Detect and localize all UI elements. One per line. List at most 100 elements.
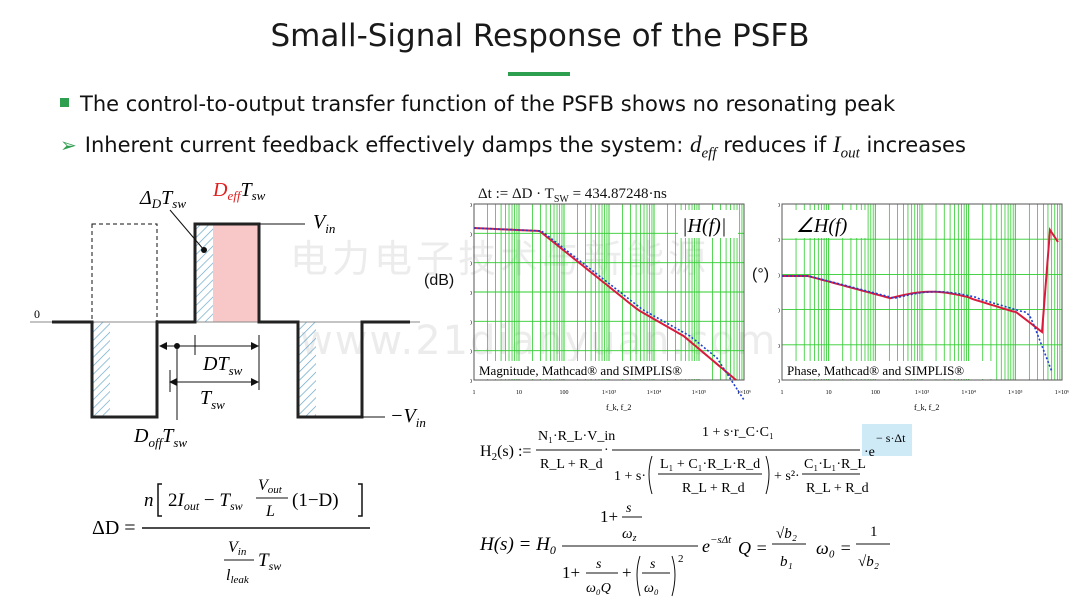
phase-curve-simplis xyxy=(782,275,1053,373)
bullet-suffix: increases xyxy=(859,133,966,157)
x-tick-label: 1×10³ xyxy=(915,390,929,396)
h-den-one: 1+ xyxy=(562,563,580,582)
delta-d-numerator: n xyxy=(144,490,154,511)
phase-ylabel: (°) xyxy=(752,266,770,283)
h2-den-inner-num: L₁ + C₁·R_L·R_d xyxy=(660,457,760,472)
h-exp: e−sΔt xyxy=(702,534,732,556)
vout-over-l-top: Vout xyxy=(258,477,283,496)
h2-gain-num: N₁·R_L·V_in xyxy=(538,429,615,444)
x-tick-label: 1 xyxy=(781,390,784,396)
x-tick-label: 100 xyxy=(871,390,880,396)
y-tick-label: − 40 xyxy=(470,320,472,326)
q-num: √b₂ xyxy=(776,526,797,542)
y-tick-label: − 100 xyxy=(778,309,780,315)
h2-den-last-num: C₁·L₁·R_L xyxy=(804,457,866,472)
h2-lhs: H2(s) := xyxy=(480,443,531,463)
h-den-s2: s xyxy=(650,557,656,572)
delta-d-equation: ΔD = n 2Iout − Tsw Vout L (1−D) Vin llea… xyxy=(92,477,370,586)
h-lhs: H(s) = H0 xyxy=(479,534,556,557)
delta-d-tsw-label: ΔDTsw xyxy=(139,187,186,211)
y-tick-label: − 60 xyxy=(470,350,472,356)
h2-gain-den: R_L + R_d xyxy=(540,457,603,472)
slide-title: Small-Signal Response of the PSFB xyxy=(270,18,810,54)
arrow-bullet-icon: ➢ xyxy=(60,133,77,157)
w0-num: 1 xyxy=(870,524,878,540)
h-normalized-transfer-function: H(s) = H0 1+ s ωz 1+ s ω₀Q + s ω₀ 2 e−sΔ… xyxy=(479,501,890,597)
bullet-current-feedback: ➢ Inherent current feedback effectively d… xyxy=(60,132,966,163)
magnitude-ylabel: (dB) xyxy=(424,272,455,289)
den-tsw: Tsw xyxy=(258,550,281,573)
magnitude-legend: Magnitude, Mathcad® and SIMPLIS® xyxy=(479,363,682,378)
pwm-waveform-diagram: ΔDTsw DeffTsw Vin 0 DTsw Tsw −Vin DoffTs… xyxy=(30,179,426,450)
d-eff-region xyxy=(213,224,259,322)
x-tick-label: 10 xyxy=(826,390,832,396)
phase-x-ticks: 1 10 100 1×10³ 1×10⁴ 1×10⁵ 1×10⁶ xyxy=(781,390,1070,396)
vout-over-l-bottom: L xyxy=(265,503,275,520)
y-tick-label: − 200 xyxy=(778,344,780,350)
vin-over-lleak-bottom: lleak xyxy=(226,567,250,586)
neg-vin-label: −Vin xyxy=(390,405,426,430)
h2-den-inner-den: R_L + R_d xyxy=(682,481,745,496)
y-tick-label: 0 xyxy=(778,273,780,279)
phase-plot: 2001000− 100− 200− 300 1101001×10³1×10⁴1… xyxy=(778,203,1070,412)
phase-curve-label: ∠H(f) xyxy=(796,215,848,237)
y-tick-label: − 300 xyxy=(778,379,780,385)
h2-exponent: − s·Δt xyxy=(876,431,906,445)
y-tick-label: − 80 xyxy=(470,379,472,385)
h2-transfer-function: H2(s) := N₁·R_L·V_in R_L + R_d · 1 + s·r… xyxy=(480,424,912,496)
d-eff-tsw-label: DeffTsw xyxy=(212,179,266,203)
h-den-pow: 2 xyxy=(678,553,684,565)
h-den-s: s xyxy=(596,557,602,572)
zero-label: 0 xyxy=(34,307,40,321)
q-den: b₁ xyxy=(780,554,793,570)
h2-den-mid: + s²· xyxy=(774,469,800,484)
w0-den: √b₂ xyxy=(858,554,879,570)
y-tick-label: 20 xyxy=(470,291,472,297)
svg-text:·: · xyxy=(604,443,609,458)
delay-definition: Δt := ΔD · TSW = 434.87248·ns xyxy=(478,186,667,205)
magnitude-curve-mathcad xyxy=(473,227,737,381)
h-den-w0q: ω₀Q xyxy=(586,581,611,596)
x-tick-label: 1×10⁵ xyxy=(1008,390,1022,396)
x-tick-label: 1×10⁶ xyxy=(737,390,751,396)
phase-legend: Phase, Mathcad® and SIMPLIS® xyxy=(787,363,964,378)
y-tick-label: 100 xyxy=(778,238,780,244)
h-den-plus: + xyxy=(622,563,632,582)
waveform-trace xyxy=(52,222,410,419)
x-tick-label: 1×10⁴ xyxy=(961,390,975,396)
neg-hatch-left xyxy=(92,322,110,417)
y-tick-label: 40 xyxy=(470,203,472,209)
bullet-middle: reduces if xyxy=(716,133,833,157)
magnitude-curve-label: |H(f)| xyxy=(682,215,726,237)
previous-pulse-outline xyxy=(91,223,158,323)
delta-d-lhs: ΔD = xyxy=(92,517,136,539)
x-tick-label: 1×10³ xyxy=(602,390,616,396)
magnitude-x-var: f_k, f_2 xyxy=(606,403,631,412)
h2-exp-base: ·e xyxy=(864,445,875,460)
q-lhs: Q = xyxy=(738,538,768,558)
dtsw-label: DTsw xyxy=(202,353,243,378)
w0-lhs: ω₀ = xyxy=(816,538,852,558)
h2-den-prefix: 1 + s· xyxy=(614,469,646,484)
h2-den-last-den: R_L + R_d xyxy=(806,481,869,496)
y-tick-label: 200 xyxy=(778,203,780,209)
bullet-prefix: Inherent current feedback effectively da… xyxy=(84,133,691,157)
vin-label: Vin xyxy=(313,211,335,236)
y-tick-label: 0 xyxy=(470,262,472,268)
h-den-w0: ω₀ xyxy=(644,581,659,596)
x-tick-label: 1×10⁶ xyxy=(1055,390,1069,396)
tsw-label: Tsw xyxy=(200,387,225,412)
magnitude-plot: 4020020− 40− 60− 80 1101001×10³1×10⁴1×10… xyxy=(470,203,751,412)
x-tick-label: 1×10⁴ xyxy=(647,390,661,396)
phase-x-var: f_k, f_2 xyxy=(914,403,939,412)
neg-hatch-right xyxy=(298,322,316,417)
numerator-tail: (1−D) xyxy=(292,490,339,511)
delay-highlight xyxy=(862,424,912,456)
h2-zero-num: 1 + s·r_C·C₁ xyxy=(702,425,774,440)
x-tick-label: 100 xyxy=(560,390,569,396)
h-num-one: 1+ xyxy=(600,507,618,526)
vin-over-lleak-top: Vin xyxy=(228,539,247,558)
x-tick-label: 10 xyxy=(516,390,522,396)
x-tick-label: 1×10⁵ xyxy=(692,390,706,396)
magnitude-curve-simplis xyxy=(473,227,745,401)
